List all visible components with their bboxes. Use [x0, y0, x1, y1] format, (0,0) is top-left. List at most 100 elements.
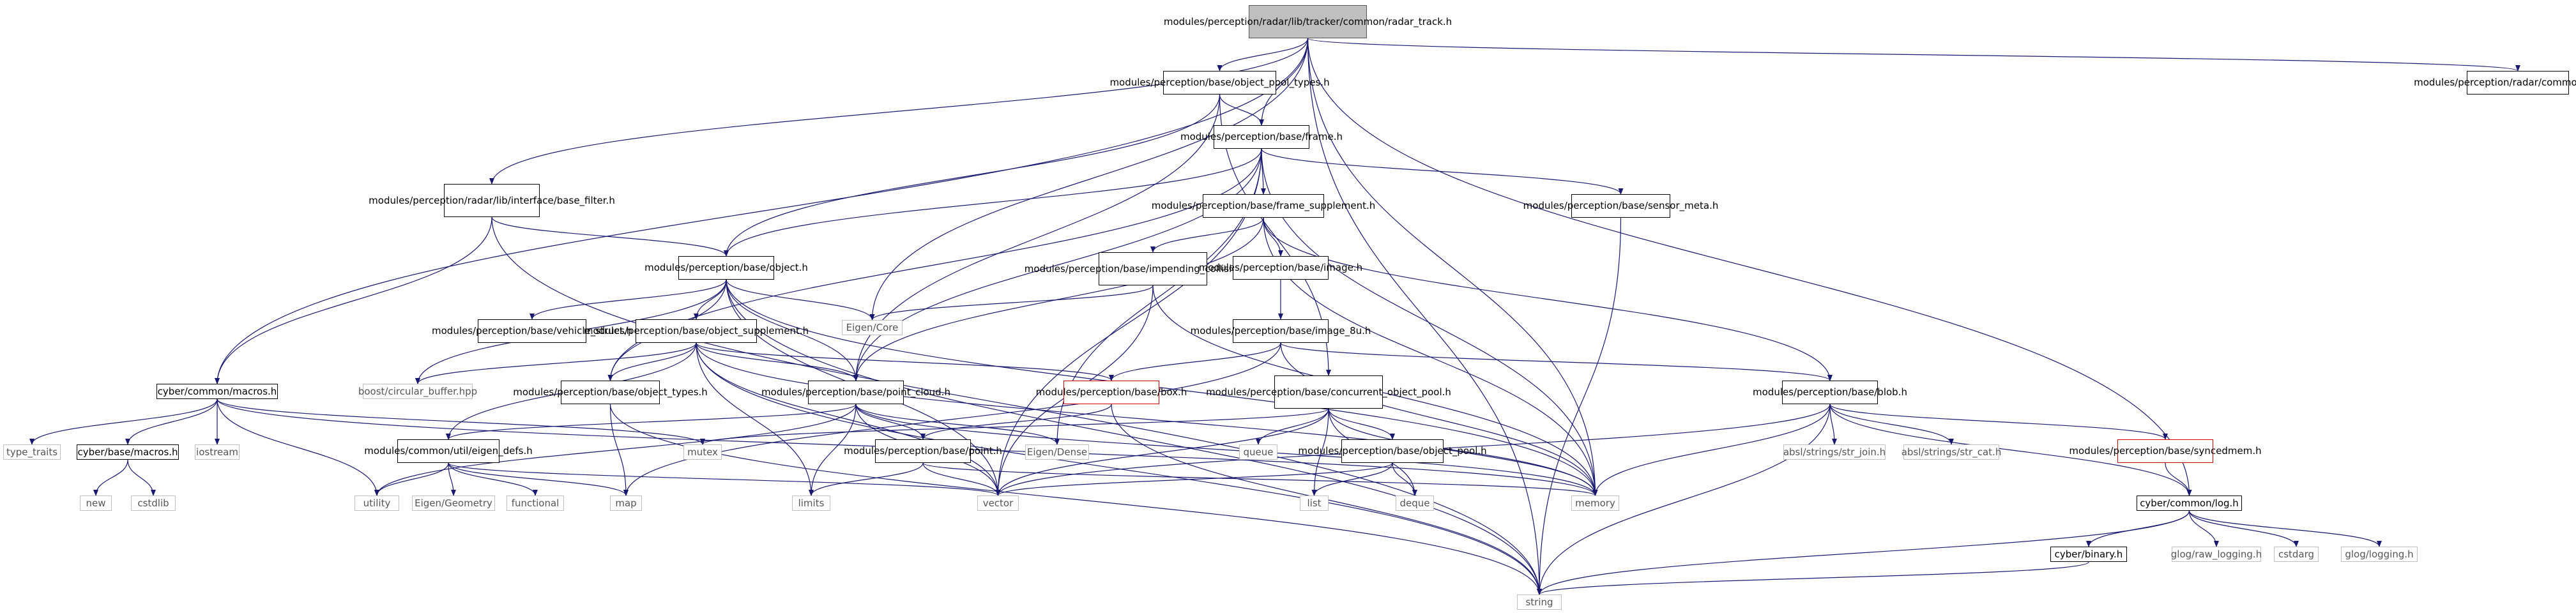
edge-object-to-eigen_core — [726, 279, 875, 321]
edge-base_filter-to-cyber_macros — [215, 216, 492, 384]
node-cyber-binary[interactable]: cyber/binary.h — [2050, 547, 2127, 562]
node-glog-raw-logging: glog/raw_logging.h — [2171, 547, 2262, 562]
node-box[interactable]: modules/perception/base/box.h — [1036, 381, 1187, 404]
node-radar-common-types[interactable]: modules/perception/radar/common/types.h — [2414, 71, 2576, 95]
edge-eigen_defs-to-utility — [374, 462, 449, 496]
edge-blob-to-str_cat — [1829, 404, 1954, 445]
edge-concurrent_object_pool-to-list — [1311, 408, 1329, 496]
node-syncedmem[interactable]: modules/perception/base/syncedmem.h — [2069, 439, 2262, 463]
edge-concurrent_object_pool-to-vector — [995, 408, 1329, 496]
edge-frame-to-point_cloud — [853, 148, 1262, 381]
node-cstdarg: cstdarg — [2274, 547, 2319, 562]
node-functional: functional — [507, 496, 564, 511]
node-image[interactable]: modules/perception/base/image.h — [1199, 256, 1362, 280]
edge-concurrent_object_pool-to-object_pool — [1328, 408, 1395, 440]
edge-blob-to-syncedmem — [1829, 404, 2168, 440]
node-impending-collision-edge[interactable]: modules/perception/base/impending_collis… — [1025, 252, 1281, 285]
node-new: new — [80, 496, 112, 511]
edge-radar_track-to-frame — [1259, 38, 1309, 126]
node-eigen-dense: Eigen/Dense — [1025, 444, 1089, 460]
edge-syncedmem-to-log — [2165, 462, 2192, 496]
node-eigen-defs[interactable]: modules/common/util/eigen_defs.h — [364, 439, 533, 463]
node-string: string — [1517, 594, 1562, 610]
edge-object-to-memory — [726, 279, 1598, 496]
edge-cyber_base_macros-to-new — [93, 459, 128, 496]
node-map: map — [610, 496, 642, 511]
node-point[interactable]: modules/perception/base/point.h — [844, 439, 1002, 463]
edge-cyber_binary-to-string — [1537, 561, 2089, 595]
node-radar-track: modules/perception/radar/lib/tracker/com… — [1164, 5, 1452, 38]
node-cyber-common-macros[interactable]: cyber/common/macros.h — [156, 384, 278, 399]
node-base-filter[interactable]: modules/perception/radar/lib/interface/b… — [369, 184, 615, 217]
edge-object_supplement-to-boost_cb — [415, 342, 697, 384]
node-frame[interactable]: modules/perception/base/frame.h — [1180, 125, 1343, 149]
edge-base_filter-to-object — [491, 216, 729, 257]
edge-radar_track-to-eigen_core — [869, 38, 1309, 321]
node-boost-circular-buffer: boost/circular_buffer.hpp — [358, 384, 477, 399]
edge-object_supplement-to-box — [696, 342, 1114, 381]
edge-object_supplement-to-string — [696, 342, 1542, 595]
edge-log-to-string — [1537, 510, 2190, 595]
edge-image_8u-to-memory — [1280, 342, 1598, 496]
node-vehicle-struct[interactable]: modules/perception/base/vehicle_struct.h — [432, 319, 632, 343]
edge-eigen_defs-to-functional — [448, 462, 538, 496]
edge-object_types-to-string — [609, 404, 1542, 595]
edge-point_cloud-to-utility — [374, 404, 857, 496]
node-object-pool-types[interactable]: modules/perception/base/object_pool_type… — [1109, 71, 1330, 95]
node-point-cloud[interactable]: modules/perception/base/point_cloud.h — [761, 381, 950, 404]
edge-point_cloud-to-point — [855, 404, 926, 440]
node-deque: deque — [1396, 496, 1434, 511]
edge-object_pool-to-list — [1311, 462, 1393, 496]
edge-object_pool-to-vector — [995, 462, 1393, 496]
node-cyber-base-macros[interactable]: cyber/base/macros.h — [77, 444, 179, 460]
edge-object-to-vehicle_struct — [530, 279, 727, 320]
edge-frame_supplement-to-blob — [1263, 217, 1833, 381]
edge-frame_supplement-to-point_cloud — [853, 217, 1264, 381]
node-object[interactable]: modules/perception/base/object.h — [644, 256, 808, 280]
edge-point-to-memory — [922, 462, 1598, 496]
edge-eigen_defs-to-vector — [448, 462, 1001, 496]
node-absl-str-cat: absl/strings/str_cat.h — [1902, 444, 2001, 460]
edge-object-to-point_cloud — [726, 279, 858, 381]
edge-object_supplement-to-object_types — [607, 342, 697, 381]
edge-radar_track-to-base_filter — [489, 38, 1309, 185]
edge-point-to-vector — [922, 462, 1001, 496]
node-concurrent-object-pool[interactable]: modules/perception/base/concurrent_objec… — [1206, 375, 1451, 409]
edge-base_filter-to-string — [491, 216, 1542, 595]
node-object-pool[interactable]: modules/perception/base/object_pool.h — [1298, 439, 1487, 463]
node-object-supplement[interactable]: modules/perception/base/object_supplemen… — [584, 319, 809, 343]
node-cyber-common-log[interactable]: cyber/common/log.h — [2137, 496, 2242, 511]
edge-object_pool-to-deque — [1392, 462, 1417, 496]
node-sensor-meta[interactable]: modules/perception/base/sensor_meta.h — [1523, 194, 1718, 218]
edge-radar_track-to-object_pool_types — [1217, 38, 1309, 72]
edge-point_cloud-to-memory — [855, 404, 1598, 496]
edge-object-to-string — [726, 279, 1542, 595]
node-frame-supplement[interactable]: modules/perception/base/frame_supplement… — [1152, 194, 1375, 218]
node-eigen-geometry: Eigen/Geometry — [412, 496, 495, 511]
edge-concurrent_object_pool-to-queue — [1256, 408, 1329, 445]
node-mutex: mutex — [683, 444, 722, 460]
edge-object_pool_types-to-frame — [1219, 94, 1264, 126]
edge-point_cloud-to-limits — [809, 404, 857, 496]
edge-blob-to-memory — [1592, 404, 1831, 496]
edge-cyber_base_macros-to-cstdlib — [127, 459, 156, 496]
edge-cyber_macros-to-cyber_base_macros — [125, 398, 218, 445]
node-memory: memory — [1571, 496, 1619, 511]
node-image-8u[interactable]: modules/perception/base/image_8u.h — [1191, 319, 1371, 343]
edge-radar_track-to-log — [1307, 38, 2192, 496]
edge-point_cloud-to-eigen_defs — [446, 404, 857, 440]
edge-concurrent_object_pool-to-mutex — [700, 408, 1329, 445]
edge-point-to-limits — [809, 462, 924, 496]
node-iostream: iostream — [195, 444, 240, 460]
node-list: list — [1300, 496, 1329, 511]
node-queue: queue — [1239, 444, 1277, 460]
node-type-traits: type_traits — [3, 444, 61, 460]
node-blob[interactable]: modules/perception/base/blob.h — [1753, 381, 1907, 404]
edge-radar_track-to-cyber_macros — [215, 38, 1309, 384]
edge-blob-to-str_join — [1829, 404, 1837, 445]
edge-sensor_meta-to-string — [1537, 217, 1622, 595]
edge-object_supplement-to-point_cloud — [696, 342, 858, 381]
node-object-types[interactable]: modules/perception/base/object_types.h — [513, 381, 708, 404]
node-vector: vector — [977, 496, 1019, 511]
